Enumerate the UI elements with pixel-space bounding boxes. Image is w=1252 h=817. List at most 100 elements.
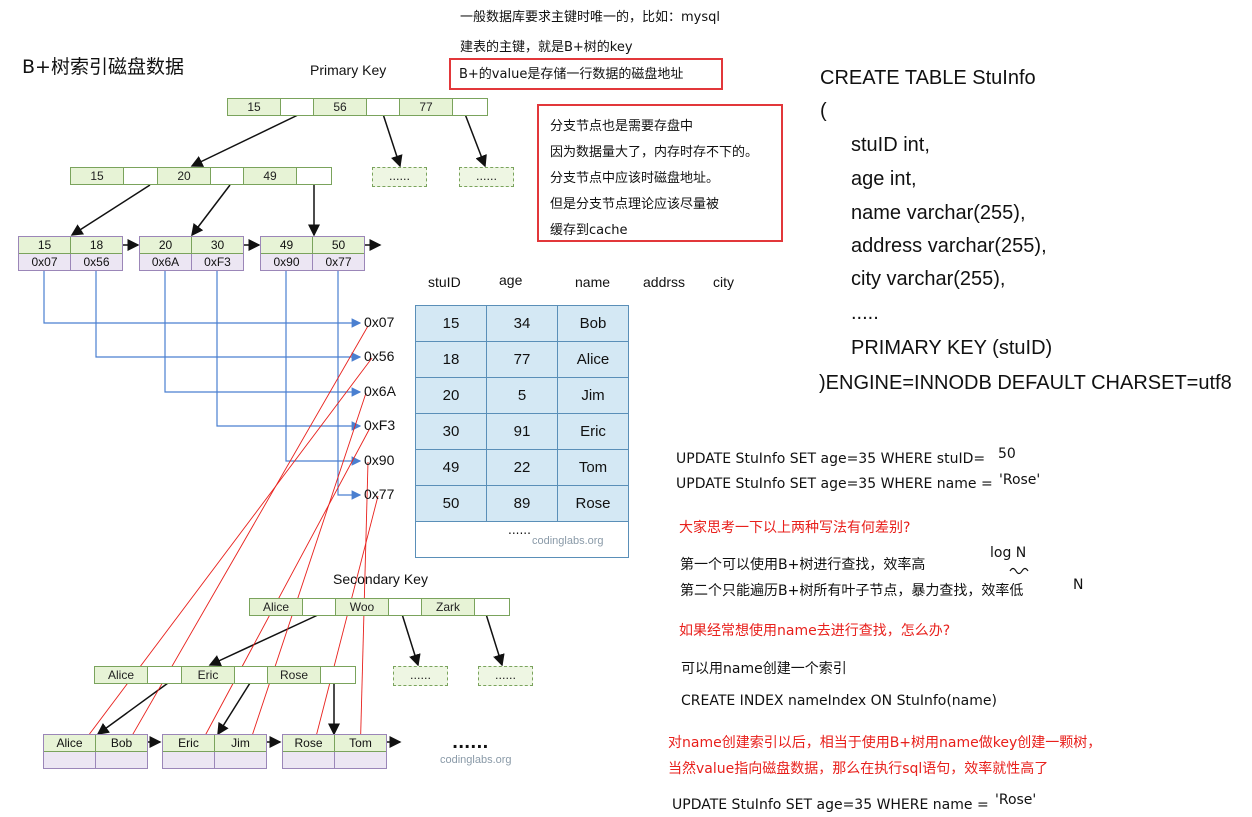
- watermark-bottom: codinglabs.org: [440, 754, 512, 766]
- pk-leaf-value: 0x56: [83, 255, 110, 269]
- sql-line: address varchar(255),: [851, 235, 1047, 257]
- table-cell: 89: [486, 485, 558, 522]
- pk-leaf-key: 15: [19, 237, 71, 253]
- sk-leaf-key: Alice: [44, 735, 96, 751]
- pk-l2-key: 20: [158, 168, 211, 184]
- pk-l2-key: 49: [244, 168, 297, 184]
- sk-leaf-node: Eric Jim: [162, 734, 267, 769]
- update-stmt-3: UPDATE StuInfo SET age=35 WHERE name =: [672, 797, 989, 813]
- note-branch-line: 分支节点也是需要存盘中: [550, 119, 694, 134]
- note-top-line1: 一般数据库要求主键时唯一的，比如：mysql: [460, 10, 720, 25]
- sk-arrow-root-l2: [208, 613, 321, 667]
- pk-arrow-root-dots2: [464, 113, 487, 168]
- answer-2: 第二个只能遍历B+树所有叶子节点，暴力查找，效率低: [680, 583, 1024, 599]
- column-header: addrss: [643, 274, 686, 290]
- update-stmt-2: UPDATE StuInfo SET age=35 WHERE name =: [676, 476, 993, 492]
- table-cell: 49: [415, 449, 487, 486]
- pk-leaf-value: 0xF3: [204, 255, 231, 269]
- table-cell: 30: [415, 413, 487, 450]
- sk-leaf-key: Tom: [349, 736, 372, 750]
- pk-root-node: 15 56 77: [227, 98, 488, 116]
- disk-address: 0xF3: [364, 417, 396, 433]
- red-line-bob: [117, 325, 369, 761]
- sk-leaf-key: Eric: [163, 735, 215, 751]
- secondary-key-title: Secondary Key: [333, 571, 428, 587]
- question-2: 如果经常想使用name去进行查找，怎么办?: [679, 623, 951, 639]
- pk-arrow-root-dots1: [382, 113, 403, 168]
- sk-l2-key: Alice: [95, 667, 148, 683]
- sql-line: name varchar(255),: [851, 202, 1026, 224]
- pk-ellipsis-node: ......: [459, 167, 514, 187]
- pk-arrow-l2-leaf2: [191, 184, 231, 237]
- update-stmt-1-value: 50: [998, 446, 1016, 462]
- pk-leaf-value: 0x90: [261, 254, 313, 270]
- sk-leaf-node: Rose Tom: [282, 734, 387, 769]
- table-cell: 18: [415, 341, 487, 378]
- disk-address: 0x56: [364, 348, 395, 364]
- table-cell: Jim: [557, 377, 629, 414]
- red-line-jim: [243, 392, 367, 761]
- table-cell: 34: [486, 305, 558, 342]
- question-1: 大家思考一下以上两种写法有何差别?: [679, 520, 911, 536]
- log-squiggle: [1009, 567, 1029, 575]
- disk-address: 0x77: [364, 486, 395, 502]
- pk-root-key: 56: [314, 99, 367, 115]
- ptr-0x6A: [164, 270, 362, 397]
- sk-leaf-key: Jim: [231, 736, 250, 750]
- answer-2-complexity: N: [1073, 577, 1084, 593]
- sk-root-key: Alice: [250, 599, 303, 615]
- ptr-0x07: [43, 270, 362, 328]
- note-branch-line: 分支节点中应该时磁盘地址。: [550, 171, 720, 186]
- sk-l2-key: Rose: [268, 667, 321, 683]
- table-cell: 15: [415, 305, 487, 342]
- column-header: city: [713, 274, 734, 290]
- sql-line: PRIMARY KEY (stuID): [851, 337, 1053, 359]
- sk-root-key: Woo: [336, 599, 389, 615]
- pk-leaf-key: 50: [331, 238, 346, 252]
- explain-line-2: 当然value指向磁盘数据，那么在执行sql语句，效率就性高了: [668, 761, 1049, 777]
- pk-leaf-key: 49: [261, 237, 313, 253]
- pk-ellipsis-node: ......: [372, 167, 427, 187]
- sk-root-node: Alice Woo Zark: [249, 598, 510, 616]
- red-line-eric: [191, 427, 371, 761]
- table-cell: Rose: [557, 485, 629, 522]
- pk-root-key: 77: [400, 99, 453, 115]
- disk-address: 0x90: [364, 452, 395, 468]
- red-line-rose: [309, 495, 379, 761]
- sql-line: stuID int,: [851, 134, 930, 156]
- note-branch-box: [537, 104, 783, 242]
- table-cell: 5: [486, 377, 558, 414]
- sk-arrow-root-dots2: [485, 613, 505, 667]
- pk-level2-node: 15 20 49: [70, 167, 332, 185]
- table-row: [415, 521, 629, 558]
- pk-leaf-value: 0x77: [325, 255, 352, 269]
- sk-leaf-key: Rose: [283, 735, 335, 751]
- sk-leaf-key: Bob: [110, 736, 133, 750]
- table-cell: Tom: [557, 449, 629, 486]
- sk-arrow-l2-leaf1: [96, 682, 169, 735]
- sk-level2-node: Alice Eric Rose: [94, 666, 356, 684]
- pk-arrow-l2-leaf1: [70, 184, 151, 236]
- note-top-line3: B+的value是存储一行数据的磁盘地址: [459, 67, 684, 82]
- primary-key-title: Primary Key: [310, 62, 387, 78]
- table-cell: Bob: [557, 305, 629, 342]
- note-branch-line: 因为数据量大了，内存时存不下的。: [550, 145, 759, 160]
- create-index-stmt: CREATE INDEX nameIndex ON StuInfo(name): [681, 693, 997, 709]
- pk-leaf-key: 18: [89, 238, 104, 252]
- sk-ellipsis-node: ......: [478, 666, 533, 686]
- table-cell: 77: [486, 341, 558, 378]
- pk-arrow-root-l2: [190, 113, 301, 167]
- update-stmt-1: UPDATE StuInfo SET age=35 WHERE stuID=: [676, 451, 986, 467]
- sql-line: )ENGINE=INNODB DEFAULT CHARSET=utf8: [819, 372, 1232, 394]
- sk-ellipsis-node: ......: [393, 666, 448, 686]
- note-top-highlight: [449, 58, 723, 90]
- pk-leaf-node: 49 50 0x90 0x77: [260, 236, 365, 271]
- table-cell: 22: [486, 449, 558, 486]
